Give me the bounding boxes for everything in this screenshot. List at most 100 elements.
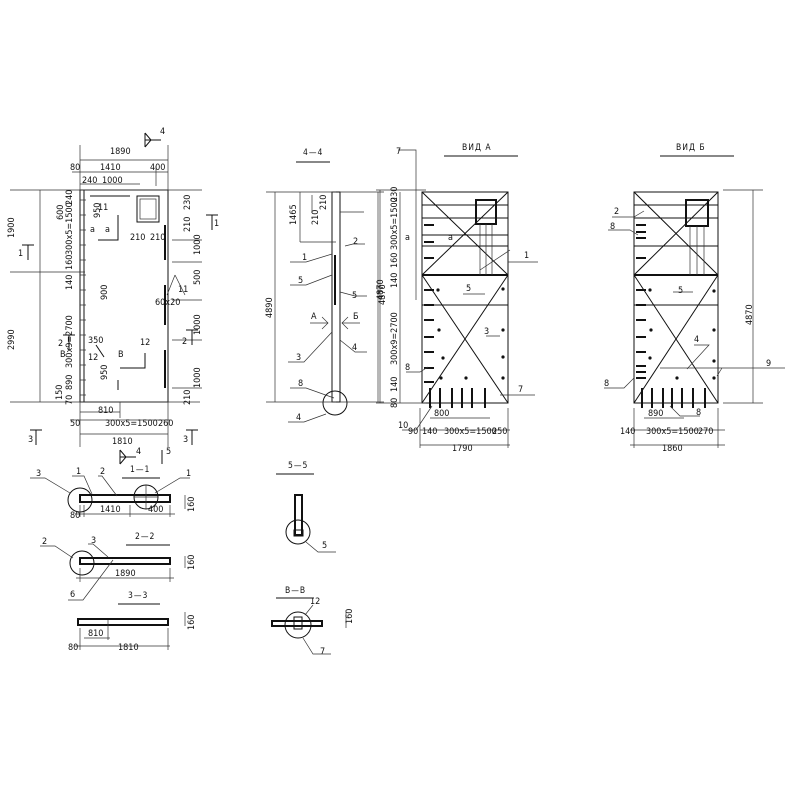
view-b-title: ВИД Б [676,143,706,153]
section-b-b: В—В 7 12 160 [271,586,355,657]
dimension-label: 890 [648,409,663,419]
dimension-label: 160 [187,615,197,630]
dimension-label: 210 [183,217,193,232]
dimension-label: 400 [148,505,163,515]
dimension-label: 810 [98,406,113,416]
dimension-label: 160 [187,555,197,570]
dimension-label: 12 [310,597,320,607]
dimension-label: 1000 [193,234,203,255]
dimension-label: 210 [319,195,329,210]
dimension-label: 3 [36,469,41,479]
dimension-label: a [448,233,453,243]
dimension-label: 8 [405,363,410,373]
dimension-label: 4 [352,343,357,353]
dimension-label: В—В [285,586,306,596]
section-4-4-title: 4—4 [303,148,323,158]
lifting-loop-box [136,195,160,223]
dimension-label: 4870 [378,284,388,305]
dimension-label: 240 [65,190,75,205]
dimension-label: 350 [88,336,103,346]
dimension-label: 1410 [100,505,121,515]
dimension-label: 240 [82,176,97,186]
section-1-1: 1—1 3 1 2 1 80 1410 400 160 [30,465,197,521]
dimension-label: 9 [766,359,771,369]
dimension-label: 80 [390,398,400,408]
dimension-label: 1000 [193,367,203,388]
dimension-label: 4 [136,447,141,457]
dimension-label: 810 [88,629,103,639]
dimension-label: 160 [390,253,400,268]
dimension-label: 1465 [289,204,299,225]
dimension-label: 60x20 [155,298,180,308]
dimension-label: 230 [390,187,400,202]
dimension-label: 5 [678,286,683,296]
dimension-label: 3 [91,536,96,546]
dimension-label: 5 [466,284,471,294]
dimension-label: 160 [187,497,197,512]
dimension-label: 250 [492,427,507,437]
dimension-label: 300x5=1500 [390,197,400,250]
dimension-label: 12 [88,353,98,363]
dimension-label: 1 [76,467,81,477]
dimension-label: 2 [42,537,47,547]
dimension-label: 300x9=2700 [390,312,400,365]
dimension-label: 300x9=2700 [65,315,75,368]
dimension-label: 140 [390,273,400,288]
dimension-label: 7 [396,147,401,157]
dimension-label: 2 [353,237,358,247]
dimension-label: 1810 [118,643,139,653]
dimension-label: 950 [100,365,110,380]
dimension-label: 210 [130,233,145,243]
dimension-label: 230 [183,195,193,210]
dimension-label: 1 [214,219,219,229]
dimension-label: 6 [70,590,75,600]
dimension-label: 140 [422,427,437,437]
dimension-label: 210 [150,233,165,243]
dimension-label: 1790 [452,444,473,454]
dimension-label: 1 [18,249,23,259]
dimension-label: 1 [524,251,529,261]
dimension-label: 4870 [745,304,755,325]
dimension-label: 50 [70,419,80,429]
dimension-label: Б [353,312,359,322]
dimension-label: a [90,225,95,235]
dimension-label: 3 [484,327,489,337]
dimension-label: 300x5=1500 [646,427,699,437]
dimension-label: 7 [518,385,523,395]
section-markers [22,132,218,465]
dimension-label: 2 [614,207,619,217]
dimension-label: 2 [100,467,105,477]
dimension-label: 1000 [193,314,203,335]
dimension-label: A [311,312,317,322]
dimension-label: 270 [698,427,713,437]
dimension-label: 5—5 [288,461,308,471]
view-b: ВИД Б 4870 890 140 300x5=1500 270 1860 2… [604,143,785,454]
dimension-label: 1410 [100,163,121,173]
dimension-label: 80 [70,511,80,521]
dimension-label: 4 [296,413,301,423]
dimension-label: B [60,350,66,360]
dimension-label: B [118,350,124,360]
dimension-label: 600 [56,205,66,220]
dimension-label: 1890 [115,569,136,579]
dimension-label: 2 [58,339,63,349]
dimension-label: 8 [610,222,615,232]
dimension-label: 3—3 [128,591,148,601]
dimension-label: 4890 [265,297,275,318]
dimension-label: 1 [186,469,191,479]
dimension-label: 90 [408,427,418,437]
dimension-label: 140 [65,275,75,290]
dimension-label: 80 [70,163,80,173]
dimension-label: 500 [193,270,203,285]
section-4-4: 4—4 4890 1465 210 210 4870 1 2 5 5 3 4 8… [265,148,386,423]
dimension-label: 210 [183,390,193,405]
dimension-label: 8 [604,379,609,389]
dimension-label: 5 [322,541,327,551]
dimension-label: 950 [93,203,103,218]
dimension-label: 160 [65,255,75,270]
dimension-label: 7 [320,647,325,657]
section-3-3: 3—3 810 80 1810 160 [68,591,197,653]
dimension-label: 1810 [112,437,133,447]
dimension-label: 11 [98,203,108,213]
